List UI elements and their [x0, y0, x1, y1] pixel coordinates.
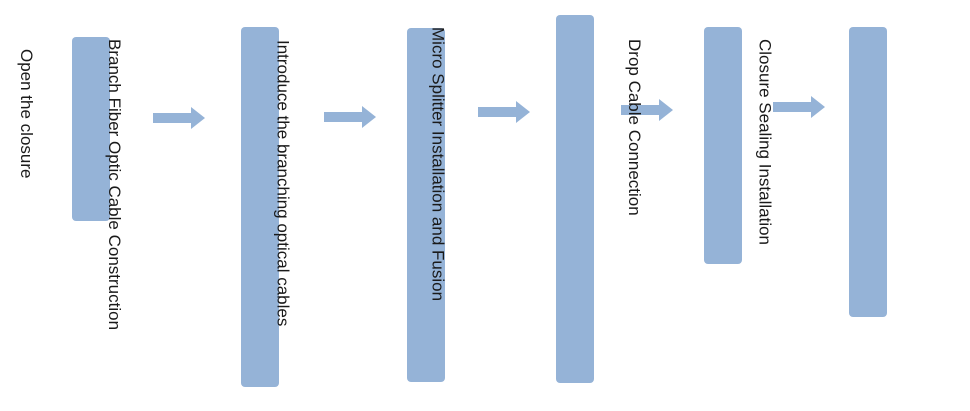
right-arrow-icon	[153, 107, 205, 129]
step-label: Branch Fiber Optic Cable Construction	[104, 39, 124, 331]
step-label: Open the closure	[16, 49, 36, 179]
right-arrow-icon	[773, 96, 825, 118]
step-box-introduce-branching-cables: Introduce the branching optical cables	[273, 28, 445, 382]
step-label: Introduce the branching optical cables	[273, 40, 293, 327]
step-label: Closure Sealing Installation	[755, 39, 775, 246]
step-box-closure-sealing: Closure Sealing Installation	[755, 27, 887, 317]
right-arrow-icon	[478, 101, 530, 123]
right-arrow-icon	[324, 106, 376, 128]
right-arrow-icon	[621, 99, 673, 121]
step-box-open-closure: Open the closure	[17, 37, 110, 221]
step-box-branch-fiber-cable: Branch Fiber Optic Cable Construction	[105, 27, 279, 387]
step-box-drop-cable-connection: Drop Cable Connection	[625, 27, 742, 264]
step-label: Micro Splitter Installation and Fusion	[428, 27, 448, 302]
step-label: Drop Cable Connection	[625, 39, 645, 216]
step-box-micro-splitter: Micro Splitter Installation and Fusion	[428, 15, 594, 383]
